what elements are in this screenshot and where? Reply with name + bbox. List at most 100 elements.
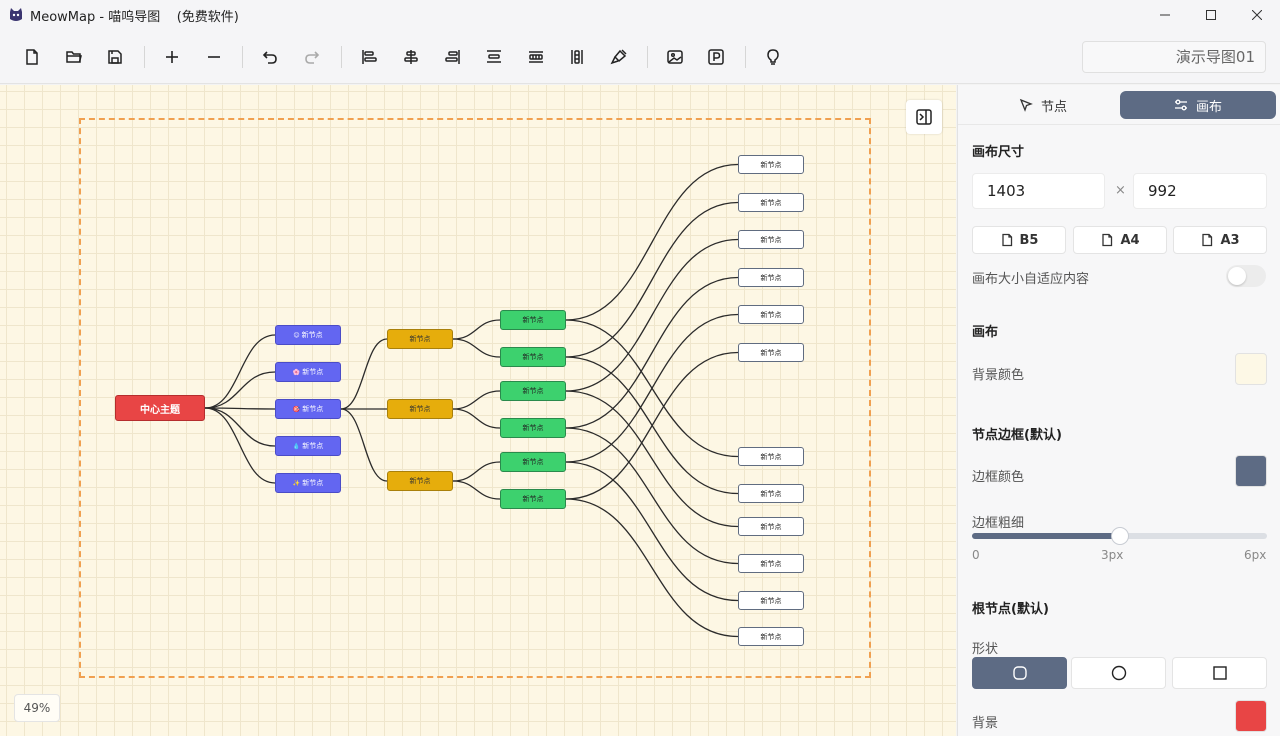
level4-node-7[interactable]: 新节点 xyxy=(738,484,804,503)
toolbar: 演示导图01 xyxy=(0,30,1280,84)
tab-canvas[interactable]: 画布 xyxy=(1120,91,1276,119)
align-top-button[interactable] xyxy=(480,43,508,71)
auto-fit-toggle[interactable] xyxy=(1226,265,1266,287)
tab-node-label: 节点 xyxy=(1040,99,1067,115)
level4-node-10-label: 新节点 xyxy=(760,596,782,605)
level3-node-4[interactable]: 新节点 xyxy=(500,452,566,472)
level1-node-3-emoji: 💧 xyxy=(292,442,301,450)
level3-node-3[interactable]: 新节点 xyxy=(500,418,566,438)
edge-l3-l4-6 xyxy=(565,319,739,458)
level1-node-0[interactable]: 😊新节点 xyxy=(275,325,341,345)
preset-b5-label: B5 xyxy=(1019,232,1039,248)
slider-thumb[interactable] xyxy=(1110,527,1129,545)
new-file-button[interactable] xyxy=(18,43,46,71)
shape-circle-button[interactable] xyxy=(1071,657,1166,689)
border-width-slider[interactable] xyxy=(972,527,1267,545)
canvas-height-input[interactable]: 992 xyxy=(1133,173,1267,209)
level2-node-0[interactable]: 新节点 xyxy=(387,329,453,349)
canvas-boundary xyxy=(79,118,871,678)
edge-l3-l4-1 xyxy=(565,201,739,358)
level3-node-0[interactable]: 新节点 xyxy=(500,310,566,330)
align-center-button[interactable] xyxy=(397,43,425,71)
level4-node-2-label: 新节点 xyxy=(760,235,782,244)
level4-node-0[interactable]: 新节点 xyxy=(738,155,804,174)
align-middle-button[interactable] xyxy=(522,43,550,71)
level2-node-2[interactable]: 新节点 xyxy=(387,471,453,491)
preset-b5-button[interactable]: B5 xyxy=(972,226,1066,254)
document-name-field[interactable]: 演示导图01 xyxy=(1082,41,1266,73)
maximize-button[interactable] xyxy=(1188,0,1234,30)
add-node-button[interactable] xyxy=(158,43,186,71)
level4-node-8[interactable]: 新节点 xyxy=(738,517,804,536)
bg-color-swatch[interactable] xyxy=(1235,353,1267,385)
undo-icon xyxy=(262,51,277,64)
shape-square-button[interactable] xyxy=(1172,657,1267,689)
level3-node-2[interactable]: 新节点 xyxy=(500,381,566,401)
minimize-button[interactable] xyxy=(1142,0,1188,30)
window-title: MeowMap - 喵呜导图 (免费软件) xyxy=(30,9,239,25)
level4-node-8-label: 新节点 xyxy=(760,522,782,531)
level4-node-1[interactable]: 新节点 xyxy=(738,193,804,212)
edge-l2-l3-5 xyxy=(452,480,501,500)
level4-node-6[interactable]: 新节点 xyxy=(738,447,804,466)
open-folder-button[interactable] xyxy=(60,43,88,71)
sidebar-toggle-icon xyxy=(916,109,932,125)
cat-logo-icon xyxy=(10,8,22,21)
level4-node-9[interactable]: 新节点 xyxy=(738,554,804,573)
level1-node-4[interactable]: ✨新节点 xyxy=(275,473,341,493)
level1-node-2[interactable]: 🎯新节点 xyxy=(275,399,341,419)
insert-image-button[interactable] xyxy=(661,43,689,71)
level4-node-10[interactable]: 新节点 xyxy=(738,591,804,610)
border-color-swatch[interactable] xyxy=(1235,455,1267,487)
level4-node-5[interactable]: 新节点 xyxy=(738,343,804,362)
level3-node-5[interactable]: 新节点 xyxy=(500,489,566,509)
close-button[interactable] xyxy=(1234,0,1280,30)
preset-a4-label: A4 xyxy=(1120,232,1140,248)
level1-node-2-label: 新节点 xyxy=(302,405,324,413)
root-bg-swatch[interactable] xyxy=(1235,700,1267,732)
level2-node-1[interactable]: 新节点 xyxy=(387,399,453,419)
canvas-size-title: 画布尺寸 xyxy=(972,145,1025,160)
border-color-label: 边框颜色 xyxy=(972,470,1025,485)
canvas-section-title: 画布 xyxy=(972,325,999,340)
level3-node-2-label: 新节点 xyxy=(522,387,544,395)
minimize-icon xyxy=(1160,14,1170,16)
level1-node-1-emoji: 🌸 xyxy=(292,368,301,376)
level1-node-3[interactable]: 💧新节点 xyxy=(275,436,341,456)
close-icon xyxy=(1252,10,1262,20)
tips-bulb-button[interactable] xyxy=(759,43,787,71)
shape-rounded-button[interactable] xyxy=(972,657,1067,689)
align-right-button[interactable] xyxy=(439,43,467,71)
format-brush-button[interactable] xyxy=(605,43,633,71)
redo-button[interactable] xyxy=(298,43,326,71)
mindmap-canvas[interactable]: 中心主题😊新节点🌸新节点🎯新节点💧新节点✨新节点新节点新节点新节点新节点新节点新… xyxy=(0,85,956,736)
root-node[interactable]: 中心主题 xyxy=(115,395,205,421)
level1-node-1[interactable]: 🌸新节点 xyxy=(275,362,341,382)
save-button[interactable] xyxy=(101,43,129,71)
level4-node-3[interactable]: 新节点 xyxy=(738,268,804,287)
align-center-icon xyxy=(404,50,418,64)
preset-a3-button[interactable]: A3 xyxy=(1173,226,1267,254)
align-bottom-button[interactable] xyxy=(563,43,591,71)
align-bottom-icon xyxy=(571,50,583,64)
align-left-button[interactable] xyxy=(355,43,383,71)
level4-node-9-label: 新节点 xyxy=(760,559,782,568)
tab-node[interactable]: 节点 xyxy=(968,91,1118,119)
toggle-sidebar-button[interactable] xyxy=(906,100,942,134)
export-pdf-button[interactable] xyxy=(702,43,730,71)
zoom-level[interactable]: 49% xyxy=(14,694,60,722)
toggle-knob xyxy=(1228,267,1246,285)
undo-button[interactable] xyxy=(256,43,284,71)
edge-root-l1-0 xyxy=(204,334,276,409)
preset-a4-button[interactable]: A4 xyxy=(1073,226,1167,254)
level4-node-4[interactable]: 新节点 xyxy=(738,305,804,324)
level4-node-2[interactable]: 新节点 xyxy=(738,230,804,249)
edge-l2-l3-3 xyxy=(452,408,501,429)
remove-node-icon xyxy=(208,56,220,58)
canvas-width-input[interactable]: 1403 xyxy=(972,173,1105,209)
level3-node-3-label: 新节点 xyxy=(522,424,544,432)
edge-root-l1-3 xyxy=(204,407,276,447)
remove-node-button[interactable] xyxy=(200,43,228,71)
level4-node-11[interactable]: 新节点 xyxy=(738,627,804,646)
level3-node-1[interactable]: 新节点 xyxy=(500,347,566,367)
